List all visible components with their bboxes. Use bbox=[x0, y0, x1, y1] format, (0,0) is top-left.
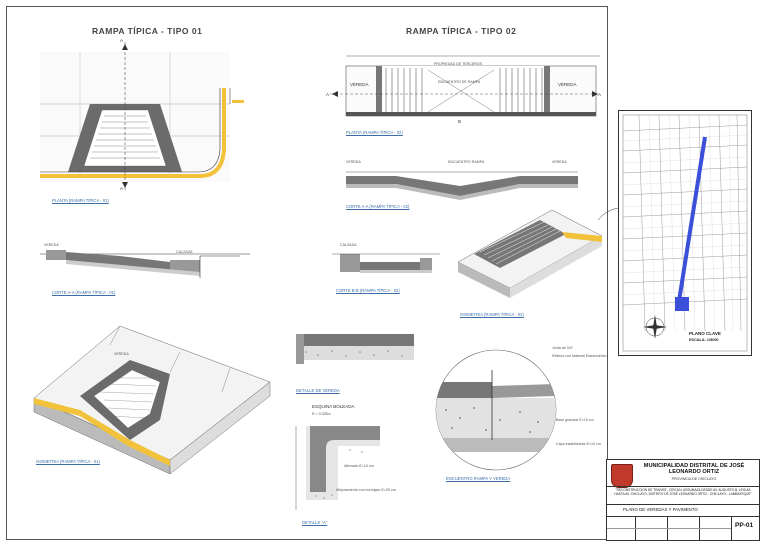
label-vereda-corte01: VEREDA bbox=[44, 243, 59, 247]
caption-planta-02: PLANTA (RAMPA TÍPICA - 02) bbox=[346, 130, 403, 135]
label-vereda-corte: VEREDA bbox=[346, 160, 361, 164]
north-arrow-icon bbox=[643, 315, 667, 339]
label-mejoramiento: Mejoramiento con hormigón E=20 cm bbox=[336, 488, 396, 492]
key-map-graphic bbox=[622, 114, 748, 352]
caption-detalle-a: DETALLE "A" bbox=[302, 520, 328, 525]
title-block-sheet-code: PP-01 bbox=[735, 522, 754, 529]
title-block-entity: MUNICIPALIDAD DISTRITAL DE JOSÉ LEONARDO… bbox=[643, 463, 745, 476]
section-mark-a-left: A bbox=[326, 92, 330, 97]
label-capa: Capa estabilizante E=10 cm bbox=[556, 442, 601, 446]
caption-corte-02b: CORTE B-B (RAMPA TÍPICA - 02) bbox=[336, 288, 400, 293]
label-encuentro-corte: ENCUENTRO RAMPA bbox=[448, 160, 485, 164]
label-vereda-planta: VEREDA bbox=[350, 82, 369, 87]
planta-01-drawing bbox=[40, 42, 244, 190]
key-map-caption: PLANO CLAVE bbox=[689, 331, 721, 336]
section-mark-a-bottom: A bbox=[120, 186, 124, 191]
detalle-a-drawing bbox=[295, 426, 380, 510]
title-block-sheet-name: PLANO DE VEREDAS Y PAVIMENTO bbox=[623, 507, 698, 512]
label-afirmado: Afirmado E=10 cm bbox=[344, 464, 374, 468]
title-block: MUNICIPALIDAD DISTRITAL DE JOSÉ LEONARDO… bbox=[606, 459, 760, 541]
title-tipo-02: RAMPA TÍPICA - TIPO 02 bbox=[406, 26, 517, 36]
caption-planta-01: PLANTA (RAMPA TÍPICA - 01) bbox=[52, 198, 109, 203]
label-calzada-corte02: CALZADA bbox=[340, 243, 357, 247]
municipal-logo-icon bbox=[611, 464, 633, 488]
caption-detalle-vereda: DETALLE DE VEREDA bbox=[296, 388, 340, 393]
corte-01-drawing bbox=[40, 250, 250, 278]
title-block-project: "RECONSTRUCCIÓN DE TRANSIT., CIRCUN. ASS… bbox=[614, 488, 752, 496]
isometria-01-drawing bbox=[33, 325, 271, 475]
drawing-frame bbox=[6, 6, 608, 540]
label-base: Base granular E=10 cm bbox=[556, 418, 594, 422]
title-tipo-01: RAMPA TÍPICA - TIPO 01 bbox=[92, 26, 203, 36]
section-mark-a-top: A bbox=[120, 38, 124, 43]
encuentro-drawing bbox=[435, 349, 557, 471]
caption-isometria-02: ISOMETRIA (RAMPA TÍPICA - 02) bbox=[460, 312, 524, 317]
section-mark-b: B bbox=[458, 119, 462, 124]
key-map: PLANO CLAVE ESCALA: 1/5000 bbox=[618, 110, 752, 356]
detalle-vereda-drawing bbox=[296, 334, 414, 364]
caption-encuentro: ENCUENTRO RAMPA Y VEREDA bbox=[446, 476, 511, 481]
label-radio: R = 0.025m bbox=[312, 412, 331, 416]
title-block-province: PROVINCIA DE CHICLAYO bbox=[671, 477, 717, 481]
isometria-02-drawing bbox=[457, 209, 603, 298]
label-encuentro-rampa: ENCUENTRO DE RAMPA bbox=[438, 80, 481, 84]
corte-02b-drawing bbox=[332, 253, 440, 273]
label-vereda-corte-right: VEREDA bbox=[552, 160, 567, 164]
caption-isometria-01: ISOMETRIA (RAMPA TÍPICA - 01) bbox=[36, 459, 100, 464]
caption-corte-01: CORTE A-A (RAMPA TÍPICA - 01) bbox=[52, 290, 116, 295]
label-propiedad: PROPIEDAD DE TERCEROS bbox=[434, 62, 483, 66]
label-vereda-planta-right: VEREDA bbox=[558, 82, 577, 87]
section-mark-a-right: A bbox=[598, 92, 602, 97]
label-esquina-boleada: ESQUINA BOLEADA bbox=[312, 404, 355, 409]
label-vereda-iso01: VEREDA bbox=[114, 352, 129, 356]
key-map-scale: ESCALA: 1/5000 bbox=[689, 338, 719, 342]
label-junta: Junta de 3/4" bbox=[552, 346, 574, 350]
label-calzada-corte01: CALZADA bbox=[176, 250, 193, 254]
caption-corte-02a: CORTE A-A (RAMPA TÍPICA - 02) bbox=[346, 204, 410, 209]
corte-02a-drawing bbox=[346, 171, 578, 200]
planta-02-drawing bbox=[330, 55, 600, 117]
label-relleno: Relleno con Material Elastomérico bbox=[552, 354, 607, 358]
